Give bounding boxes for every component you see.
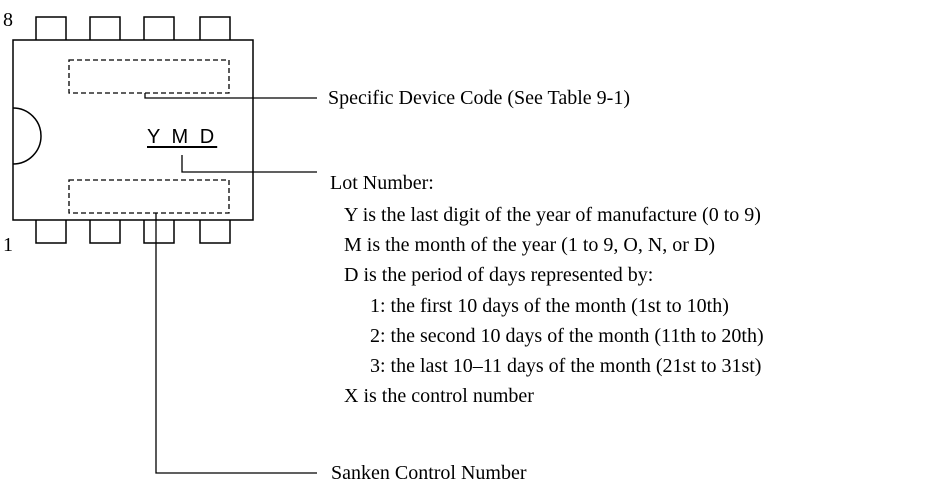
lot-line-month: M is the month of the year (1 to 9, O, N…	[344, 234, 716, 256]
top-pin	[199, 16, 231, 40]
top-pins	[35, 16, 231, 40]
control-number-area	[68, 179, 230, 214]
lot-line-days: D is the period of days represented by:	[344, 264, 654, 286]
top-pin	[35, 16, 67, 40]
lot-number-leader	[181, 155, 317, 173]
device-code-label: Specific Device Code (See Table 9-1)	[328, 87, 631, 109]
sanken-control-number-label: Sanken Control Number	[331, 462, 527, 484]
top-pin	[143, 16, 175, 40]
bottom-pin	[143, 220, 175, 244]
pin1-notch	[12, 107, 42, 165]
bottom-pin	[89, 220, 121, 244]
top-pin	[89, 16, 121, 40]
lot-number-title: Lot Number:	[330, 172, 434, 194]
lot-marking-text: Y M D	[147, 126, 218, 148]
bottom-pin	[35, 220, 67, 244]
pin-8-label: 8	[3, 9, 13, 31]
package-body	[12, 39, 254, 221]
pin-1-label: 1	[3, 234, 13, 256]
day-period-2: 2: the second 10 days of the month (11th…	[370, 325, 764, 347]
day-period-1: 1: the first 10 days of the month (1st t…	[370, 295, 729, 317]
bottom-pins	[35, 220, 231, 244]
bottom-pin	[199, 220, 231, 244]
device-code-leader	[144, 93, 317, 99]
control-number-leader	[155, 213, 317, 474]
device-code-area	[68, 59, 230, 94]
lot-line-year: Y is the last digit of the year of manuf…	[344, 204, 761, 226]
control-line: X is the control number	[344, 385, 534, 407]
day-period-3: 3: the last 10–11 days of the month (21s…	[370, 355, 762, 377]
